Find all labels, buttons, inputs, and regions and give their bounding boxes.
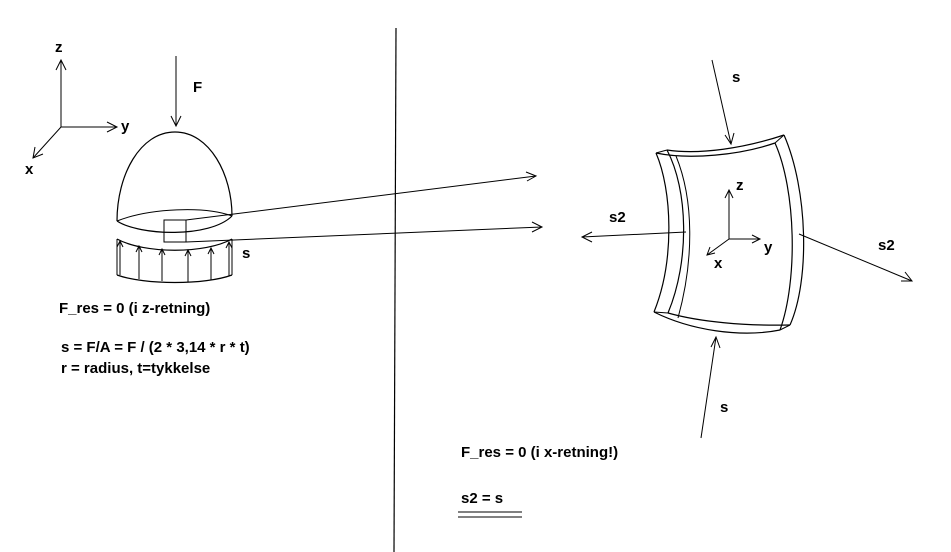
left-axis-z: z xyxy=(55,39,63,56)
equation-force-balance-z: F_res = 0 (i z-retning) xyxy=(59,300,210,317)
right-axes: z y x xyxy=(706,177,773,272)
ring-section: s xyxy=(116,238,250,284)
left-stress-arrow: s2 xyxy=(580,209,687,243)
top-stress-label: s xyxy=(732,69,740,86)
equation-force-balance-x: F_res = 0 (i x-retning!) xyxy=(461,444,618,461)
left-axes: z y x xyxy=(25,39,130,178)
equation-definitions: r = radius, t=tykkelse xyxy=(61,360,210,377)
panel-divider xyxy=(393,27,397,552)
ring-stress-label: s xyxy=(242,245,250,262)
left-axis-x: x xyxy=(25,161,34,178)
shell-element-box xyxy=(163,219,187,243)
dome-shell xyxy=(116,131,233,243)
result-equation: s2 = s xyxy=(461,490,503,507)
left-stress-label: s2 xyxy=(609,209,626,226)
projection-lines xyxy=(185,171,544,243)
shell-element xyxy=(653,134,805,334)
right-stress-arrow: s2 xyxy=(798,233,914,282)
right-axis-z: z xyxy=(736,177,744,194)
force-label: F xyxy=(193,79,202,96)
force-arrow: F xyxy=(170,56,202,128)
right-stress-label: s2 xyxy=(878,237,895,254)
right-axis-x: x xyxy=(714,255,723,272)
bottom-stress-arrow: s xyxy=(700,335,728,439)
equation-stress: s = F/A = F / (2 * 3,14 * r * t) xyxy=(61,339,250,356)
bottom-stress-label: s xyxy=(720,399,728,416)
left-axis-y: y xyxy=(121,118,130,135)
right-axis-y: y xyxy=(764,239,773,256)
top-stress-arrow: s xyxy=(711,59,740,146)
